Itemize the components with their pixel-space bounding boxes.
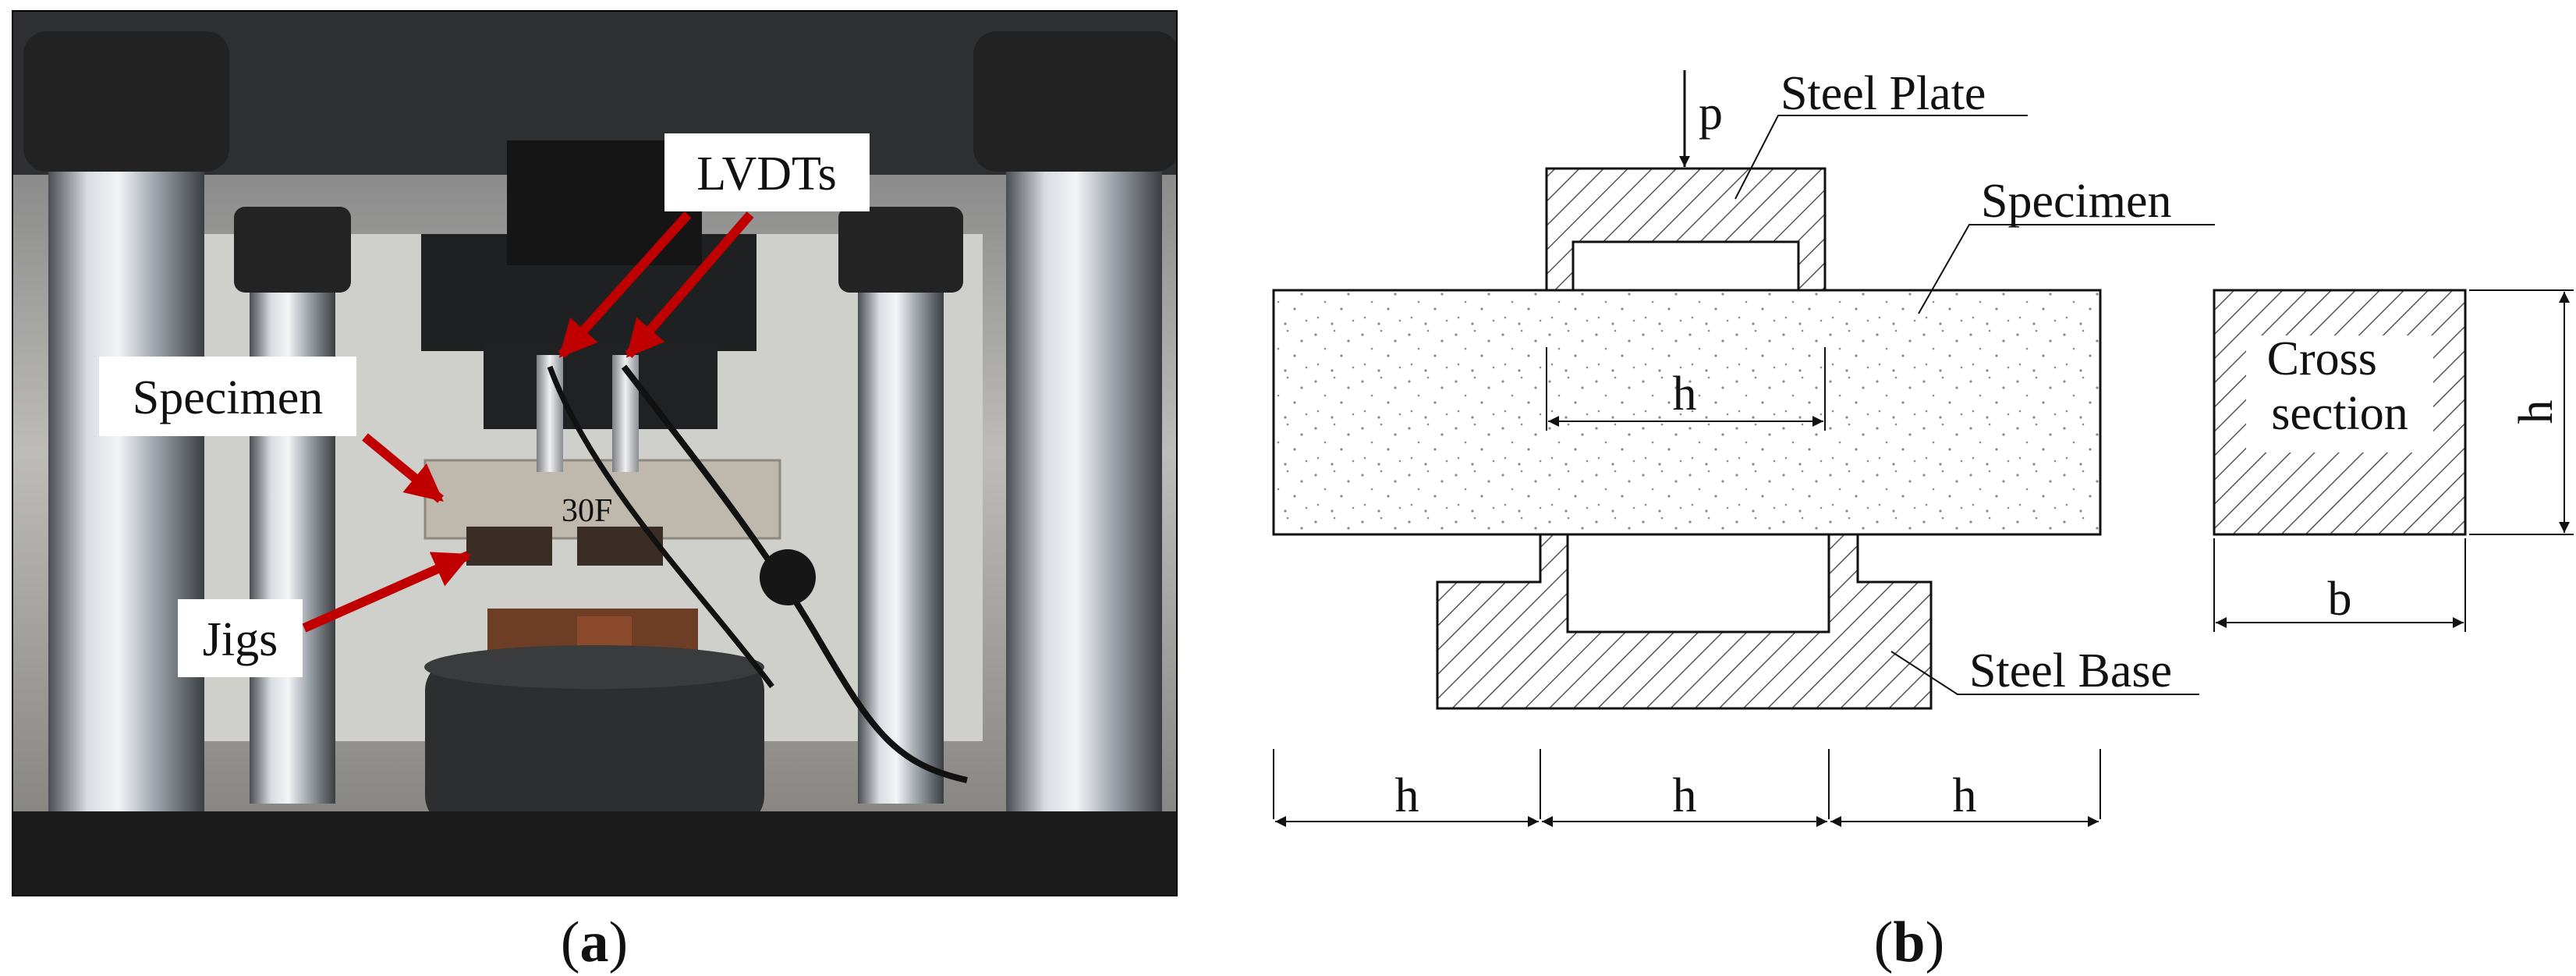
caption-a: (a)	[561, 910, 628, 974]
callout-jigs-box	[178, 599, 303, 677]
callout-lvdts-label: LVDTs	[696, 147, 836, 201]
callout-specimen: Specimen	[99, 357, 444, 503]
crosshead-block	[484, 343, 718, 429]
column-front-right	[1006, 125, 1162, 896]
dim-right-label: h	[1953, 769, 1977, 822]
callout-lvdts: LVDTs	[558, 133, 870, 359]
steel-plate	[1545, 167, 1827, 292]
callout-lvdts-arrow-2	[625, 211, 754, 358]
specimen-leader	[1918, 224, 2215, 314]
dim-h-label: h	[2510, 400, 2563, 424]
dim-inner-label: h	[1673, 367, 1697, 421]
callout-lvdts-box	[664, 133, 870, 211]
round-base-top	[424, 645, 764, 689]
callout-specimen-box	[99, 357, 356, 436]
cross-section-label-line2: section	[2271, 387, 2408, 440]
round-base	[425, 659, 764, 827]
column-rear-right	[858, 257, 944, 804]
dim-b-label: b	[2328, 573, 2352, 626]
panel-a-photo: 30F	[12, 11, 1177, 896]
column-cap-front-right	[973, 31, 1177, 172]
callout-specimen-arrow	[362, 433, 444, 503]
column-rear-left	[250, 257, 335, 804]
load-label: p	[1699, 87, 1723, 140]
callout-specimen-label: Specimen	[133, 371, 324, 424]
lvdt-right	[612, 355, 639, 472]
cross-section-label-bg	[2246, 335, 2433, 453]
steel-base-leader	[1890, 651, 2199, 695]
column-front-left	[48, 125, 204, 896]
jig-left	[466, 527, 552, 566]
steel-plate-label: Steel Plate	[1781, 67, 1986, 120]
specimen-beam	[423, 459, 781, 540]
caption-b: (b)	[1874, 910, 1944, 974]
column-cap-rear-left	[234, 207, 351, 293]
cross-section-label: Cross section	[2267, 332, 2408, 440]
callout-jigs-arrow	[302, 551, 472, 633]
lvdt-cable-2	[547, 365, 774, 689]
callout-lvdts-arrow-1	[558, 211, 692, 359]
column-cap-rear-right	[838, 207, 963, 293]
panel-b-schematic: Cross section p Steel Plate Specimen Ste…	[1272, 67, 2574, 827]
steel-plate-leader	[1734, 115, 2028, 200]
steel-base-label: Steel Base	[1969, 644, 2172, 697]
specimen-marking: 30F	[562, 493, 612, 529]
clamp-knob	[760, 549, 816, 605]
lvdt-left	[537, 355, 563, 472]
caption-b-letter: b	[1893, 910, 1925, 974]
steel-base	[1436, 533, 1933, 710]
lvdt-cable	[621, 364, 968, 783]
dim-mid-label: h	[1673, 769, 1697, 822]
specimen-label: Specimen	[1981, 175, 2172, 228]
column-cap-front-left	[23, 31, 229, 172]
photo-frame	[12, 10, 1178, 896]
dim-left-label: h	[1395, 769, 1419, 822]
cross-section-label-line1: Cross	[2267, 332, 2377, 385]
machine-table	[12, 811, 1177, 896]
specimen-body	[1272, 289, 2102, 536]
callout-jigs: Jigs	[178, 551, 472, 677]
callout-jigs-label: Jigs	[203, 613, 278, 666]
caption-a-letter: a	[580, 910, 609, 974]
